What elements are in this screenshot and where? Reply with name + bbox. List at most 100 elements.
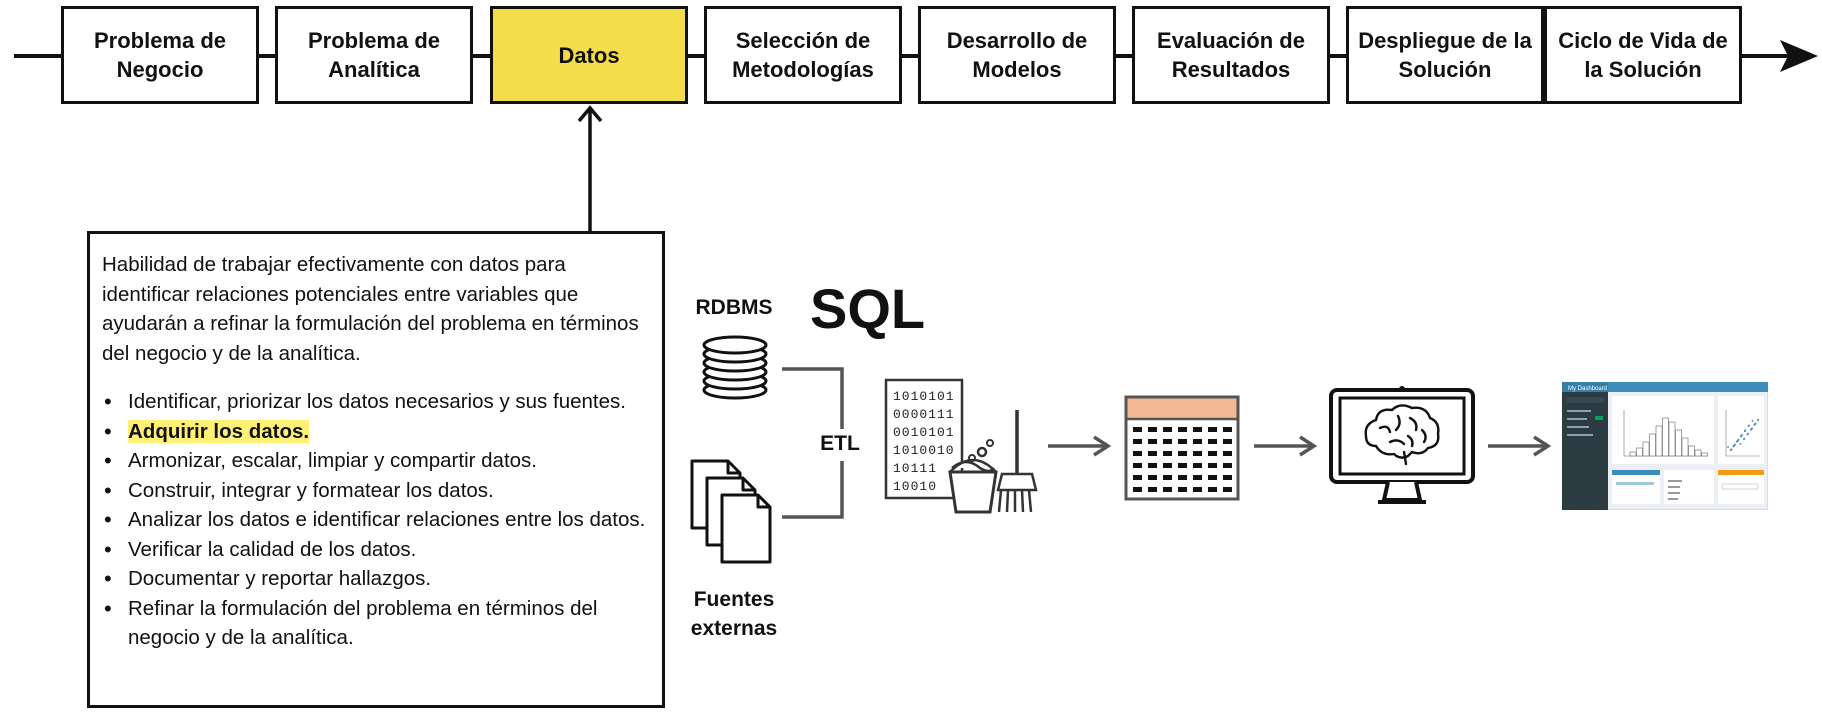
dashboard-hist-bar — [1701, 452, 1708, 457]
table-cell-mark — [1223, 487, 1232, 492]
stage-datos[interactable]: Datos — [490, 6, 688, 104]
table-cell-mark — [1223, 427, 1232, 432]
database-icon — [702, 335, 768, 400]
dashboard-hist-bar — [1655, 425, 1663, 457]
brain-monitor-icon — [1329, 386, 1475, 504]
dashboard-scatter-point — [1739, 443, 1742, 445]
table-cell-mark — [1148, 427, 1157, 432]
stage-despliegue-solucion[interactable]: Despliegue de la Solución — [1346, 6, 1544, 104]
svg-text:10111: 10111 — [893, 461, 937, 476]
dashboard-scatter-point — [1751, 427, 1753, 430]
dashboard-hist-bar — [1662, 417, 1669, 457]
dashboard-hist-bar — [1629, 451, 1637, 457]
table-cell-mark — [1208, 475, 1217, 480]
dashboard-hist-bar — [1642, 441, 1650, 457]
rdbms-label: RDBMS — [695, 296, 773, 319]
stage-problema-negocio[interactable]: Problema de Negocio — [61, 6, 259, 104]
stage-ciclo-vida-solucion[interactable]: Ciclo de Vida de la Solución — [1544, 6, 1742, 104]
dashboard-scatter-point — [1754, 422, 1757, 425]
dashboard-scatter-point — [1734, 443, 1736, 446]
table-cell-mark — [1133, 427, 1142, 432]
datos-description: Habilidad de trabajar efectivamente con … — [102, 253, 639, 365]
stage-evaluacion-resultados[interactable]: Evaluación de Resultados — [1132, 6, 1330, 104]
task-bullet: Construir, integrar y formatear los dato… — [102, 476, 652, 506]
svg-text:0000111: 0000111 — [893, 407, 955, 422]
dashboard-hist-bar — [1688, 445, 1695, 457]
table-cell-mark — [1193, 427, 1202, 432]
datos-info-box: Habilidad de trabajar efectivamente con … — [87, 231, 665, 708]
documents-icon — [690, 459, 772, 564]
table-cell-mark — [1223, 439, 1232, 444]
table-cell-mark — [1223, 451, 1232, 456]
flow-arrow — [1488, 435, 1552, 457]
table-cell-mark — [1178, 487, 1187, 492]
dashboard-scatter-point — [1744, 429, 1747, 432]
table-cell-mark — [1163, 463, 1172, 468]
dashboard-hist-bar — [1636, 447, 1643, 457]
dashboard-hist-bar — [1675, 429, 1682, 457]
table-cell-mark — [1178, 427, 1187, 432]
datos-task-list: Identificar, priorizar los datos necesar… — [102, 387, 652, 653]
svg-text:1010010: 1010010 — [893, 443, 955, 458]
dashboard-scatter-point — [1741, 434, 1743, 436]
task-bullet: Documentar y reportar hallazgos. — [102, 564, 652, 594]
table-cell-mark — [1148, 475, 1157, 480]
timeline-line — [14, 54, 1792, 58]
table-cell-mark — [1148, 439, 1157, 444]
table-icon — [1124, 395, 1240, 501]
connector-arrow-up — [577, 105, 603, 234]
table-cell-mark — [1193, 451, 1202, 456]
stage-desarrollo-modelos[interactable]: Desarrollo de Modelos — [918, 6, 1116, 104]
sql-label: SQL — [810, 277, 926, 340]
table-cell-mark — [1163, 451, 1172, 456]
table-cell-mark — [1148, 451, 1157, 456]
table-cell-mark — [1148, 463, 1157, 468]
dashboard-hist-bar — [1694, 449, 1702, 457]
table-cell-mark — [1193, 487, 1202, 492]
table-cell-mark — [1163, 487, 1172, 492]
table-cell-mark — [1178, 451, 1187, 456]
table-cell-mark — [1133, 487, 1142, 492]
table-cell-mark — [1148, 487, 1157, 492]
svg-text:My Dashboard: My Dashboard — [1568, 386, 1607, 392]
table-cell-mark — [1193, 463, 1202, 468]
table-cell-mark — [1223, 475, 1232, 480]
table-cell-mark — [1163, 439, 1172, 444]
svg-text:10010: 10010 — [893, 479, 937, 494]
etl-bracket — [782, 367, 844, 519]
stage-problema-analitica[interactable]: Problema de Analítica — [275, 6, 473, 104]
table-cell-mark — [1133, 439, 1142, 444]
table-cell-mark — [1193, 475, 1202, 480]
dashboard-scatter-point — [1751, 419, 1754, 422]
dashboard-scatter-point — [1727, 446, 1729, 448]
task-bullet: Refinar la formulación del problema en t… — [102, 594, 652, 653]
table-cell-mark — [1193, 439, 1202, 444]
external-sources-label: Fuentes externas — [690, 588, 778, 640]
table-cell-mark — [1133, 463, 1142, 468]
task-bullet: Armonizar, escalar, limpiar y compartir … — [102, 446, 652, 476]
timeline-arrowhead — [1780, 40, 1818, 72]
table-cell-mark — [1178, 475, 1187, 480]
table-cell-mark — [1208, 487, 1217, 492]
table-cell-mark — [1208, 451, 1217, 456]
table-cell-mark — [1208, 427, 1217, 432]
dashboard-scatter-point — [1748, 424, 1750, 427]
table-cell-mark — [1208, 439, 1217, 444]
table-cell-mark — [1208, 463, 1217, 468]
table-cell-mark — [1163, 427, 1172, 432]
dashboard-scatter-point — [1757, 418, 1760, 421]
table-cell-mark — [1178, 463, 1187, 468]
flow-arrow — [1254, 435, 1318, 457]
table-cell-mark — [1223, 463, 1232, 468]
table-cell-mark — [1133, 475, 1142, 480]
svg-text:0010101: 0010101 — [893, 425, 955, 440]
dashboard-scatter-point — [1747, 432, 1750, 435]
dashboard-hist-bar — [1649, 433, 1656, 457]
svg-text:1010101: 1010101 — [893, 389, 955, 404]
dashboard-hist-bar — [1681, 437, 1689, 457]
task-bullet: Verificar la calidad de los datos. — [102, 535, 652, 565]
cleaning-bucket-icon — [948, 439, 998, 514]
dashboard-hist-bar — [1668, 421, 1676, 457]
stage-seleccion-metodologias[interactable]: Selección de Metodologías — [704, 6, 902, 104]
etl-label: ETL — [820, 432, 860, 455]
